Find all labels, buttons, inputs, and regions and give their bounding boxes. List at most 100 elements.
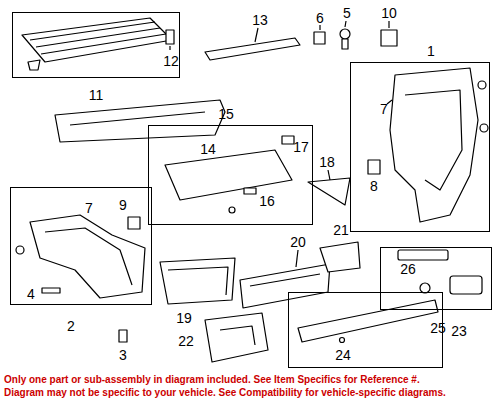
clip <box>314 32 325 44</box>
sill-plate <box>340 338 345 343</box>
floor-board <box>165 136 294 213</box>
callout-number: 7 <box>85 201 93 215</box>
callout-number: 21 <box>333 223 349 237</box>
callout-number: 26 <box>400 262 416 276</box>
side-trim-panel <box>30 215 145 298</box>
callout-number: 19 <box>176 311 192 325</box>
floor-board <box>229 207 235 213</box>
side-trim-panel <box>16 215 145 298</box>
tonneau-cover <box>22 18 172 70</box>
callout-number: 13 <box>252 13 268 27</box>
cover-panel <box>308 170 350 205</box>
tonneau-cover <box>30 22 166 54</box>
cover-panel <box>328 170 330 180</box>
bracket <box>320 242 360 272</box>
side-trim-panel <box>128 217 140 229</box>
cover-pin <box>169 46 170 50</box>
trim-bar <box>205 38 300 60</box>
bolt <box>342 39 348 49</box>
trim-bar <box>255 28 258 42</box>
bolt <box>340 29 350 39</box>
foam-block <box>205 313 268 362</box>
clip <box>381 30 397 46</box>
part-group-frame: 1112 <box>12 12 180 78</box>
foam-block <box>205 313 268 362</box>
tray <box>168 267 228 295</box>
storage-box <box>240 250 330 308</box>
disclaimer-note: Only one part or sub-assembly in diagram… <box>4 374 420 386</box>
trim-panel <box>70 112 205 125</box>
side-trim-panel <box>405 90 462 190</box>
cover-pin <box>166 30 174 50</box>
tray <box>160 258 235 304</box>
callout-number: 23 <box>451 324 467 338</box>
callout-number: 25 <box>430 321 446 335</box>
sill-plate <box>298 300 438 343</box>
storage-box <box>296 250 298 267</box>
part-group-frame: 2794 <box>10 187 152 305</box>
storage-box <box>250 274 320 286</box>
foam-block <box>220 326 255 345</box>
part-group-frame: 2324 <box>288 292 443 368</box>
tonneau-cover <box>28 60 40 70</box>
callout-number: 1 <box>427 44 435 58</box>
callout-number: 10 <box>381 6 397 20</box>
trim-panel <box>55 100 225 142</box>
floor-board <box>165 150 292 200</box>
callout-number: 6 <box>316 11 324 25</box>
clip <box>119 330 127 342</box>
clip <box>119 330 127 342</box>
callout-number: 14 <box>200 142 216 156</box>
clip <box>314 25 325 44</box>
part-group-frame: 178 <box>350 62 490 232</box>
sill-plate <box>298 300 438 342</box>
side-trim-panel <box>480 124 488 132</box>
floor-board <box>282 136 294 144</box>
side-trim-panel <box>45 228 132 285</box>
part-group-frame: 2526 <box>380 247 492 310</box>
callout-number: 24 <box>335 348 351 362</box>
side-trim-panel <box>42 288 60 293</box>
cover-pin <box>166 30 174 44</box>
callout-number: 3 <box>119 348 127 362</box>
side-trim-panel <box>368 68 488 222</box>
tray <box>160 258 235 304</box>
callout-number: 4 <box>27 287 35 301</box>
side-trim-panel <box>478 81 486 89</box>
cover-panel <box>308 178 350 205</box>
callout-number: 11 <box>89 88 104 102</box>
side-trim-panel <box>16 246 24 254</box>
clip <box>319 25 320 30</box>
callout-number: 22 <box>178 334 194 348</box>
callout-number: 2 <box>67 319 75 333</box>
callout-number: 16 <box>259 194 275 208</box>
callout-number: 20 <box>290 235 306 249</box>
lamp-assembly <box>398 250 448 260</box>
side-trim-panel <box>368 160 380 174</box>
lamp-assembly <box>398 250 482 294</box>
side-trim-panel <box>390 68 478 222</box>
clip <box>381 21 397 46</box>
callout-number: 17 <box>293 140 309 154</box>
clip <box>388 21 389 28</box>
callout-number: 9 <box>119 198 127 212</box>
bracket <box>320 242 360 272</box>
callout-number: 12 <box>163 54 179 68</box>
callout-number: 15 <box>218 107 234 121</box>
bolt <box>340 21 350 49</box>
trim-bar <box>205 28 300 60</box>
callout-number: 7 <box>380 102 388 116</box>
floor-board <box>244 188 256 194</box>
disclaimer-note: Diagram may not be specific to your vehi… <box>4 387 446 399</box>
storage-box <box>240 264 330 308</box>
part-group-frame: 151716 <box>148 125 313 225</box>
tonneau-cover <box>22 18 172 62</box>
callout-number: 5 <box>343 6 351 20</box>
bolt <box>345 21 346 27</box>
callout-number: 8 <box>370 179 378 193</box>
callout-number: 18 <box>319 155 335 169</box>
lamp-assembly <box>450 276 482 294</box>
